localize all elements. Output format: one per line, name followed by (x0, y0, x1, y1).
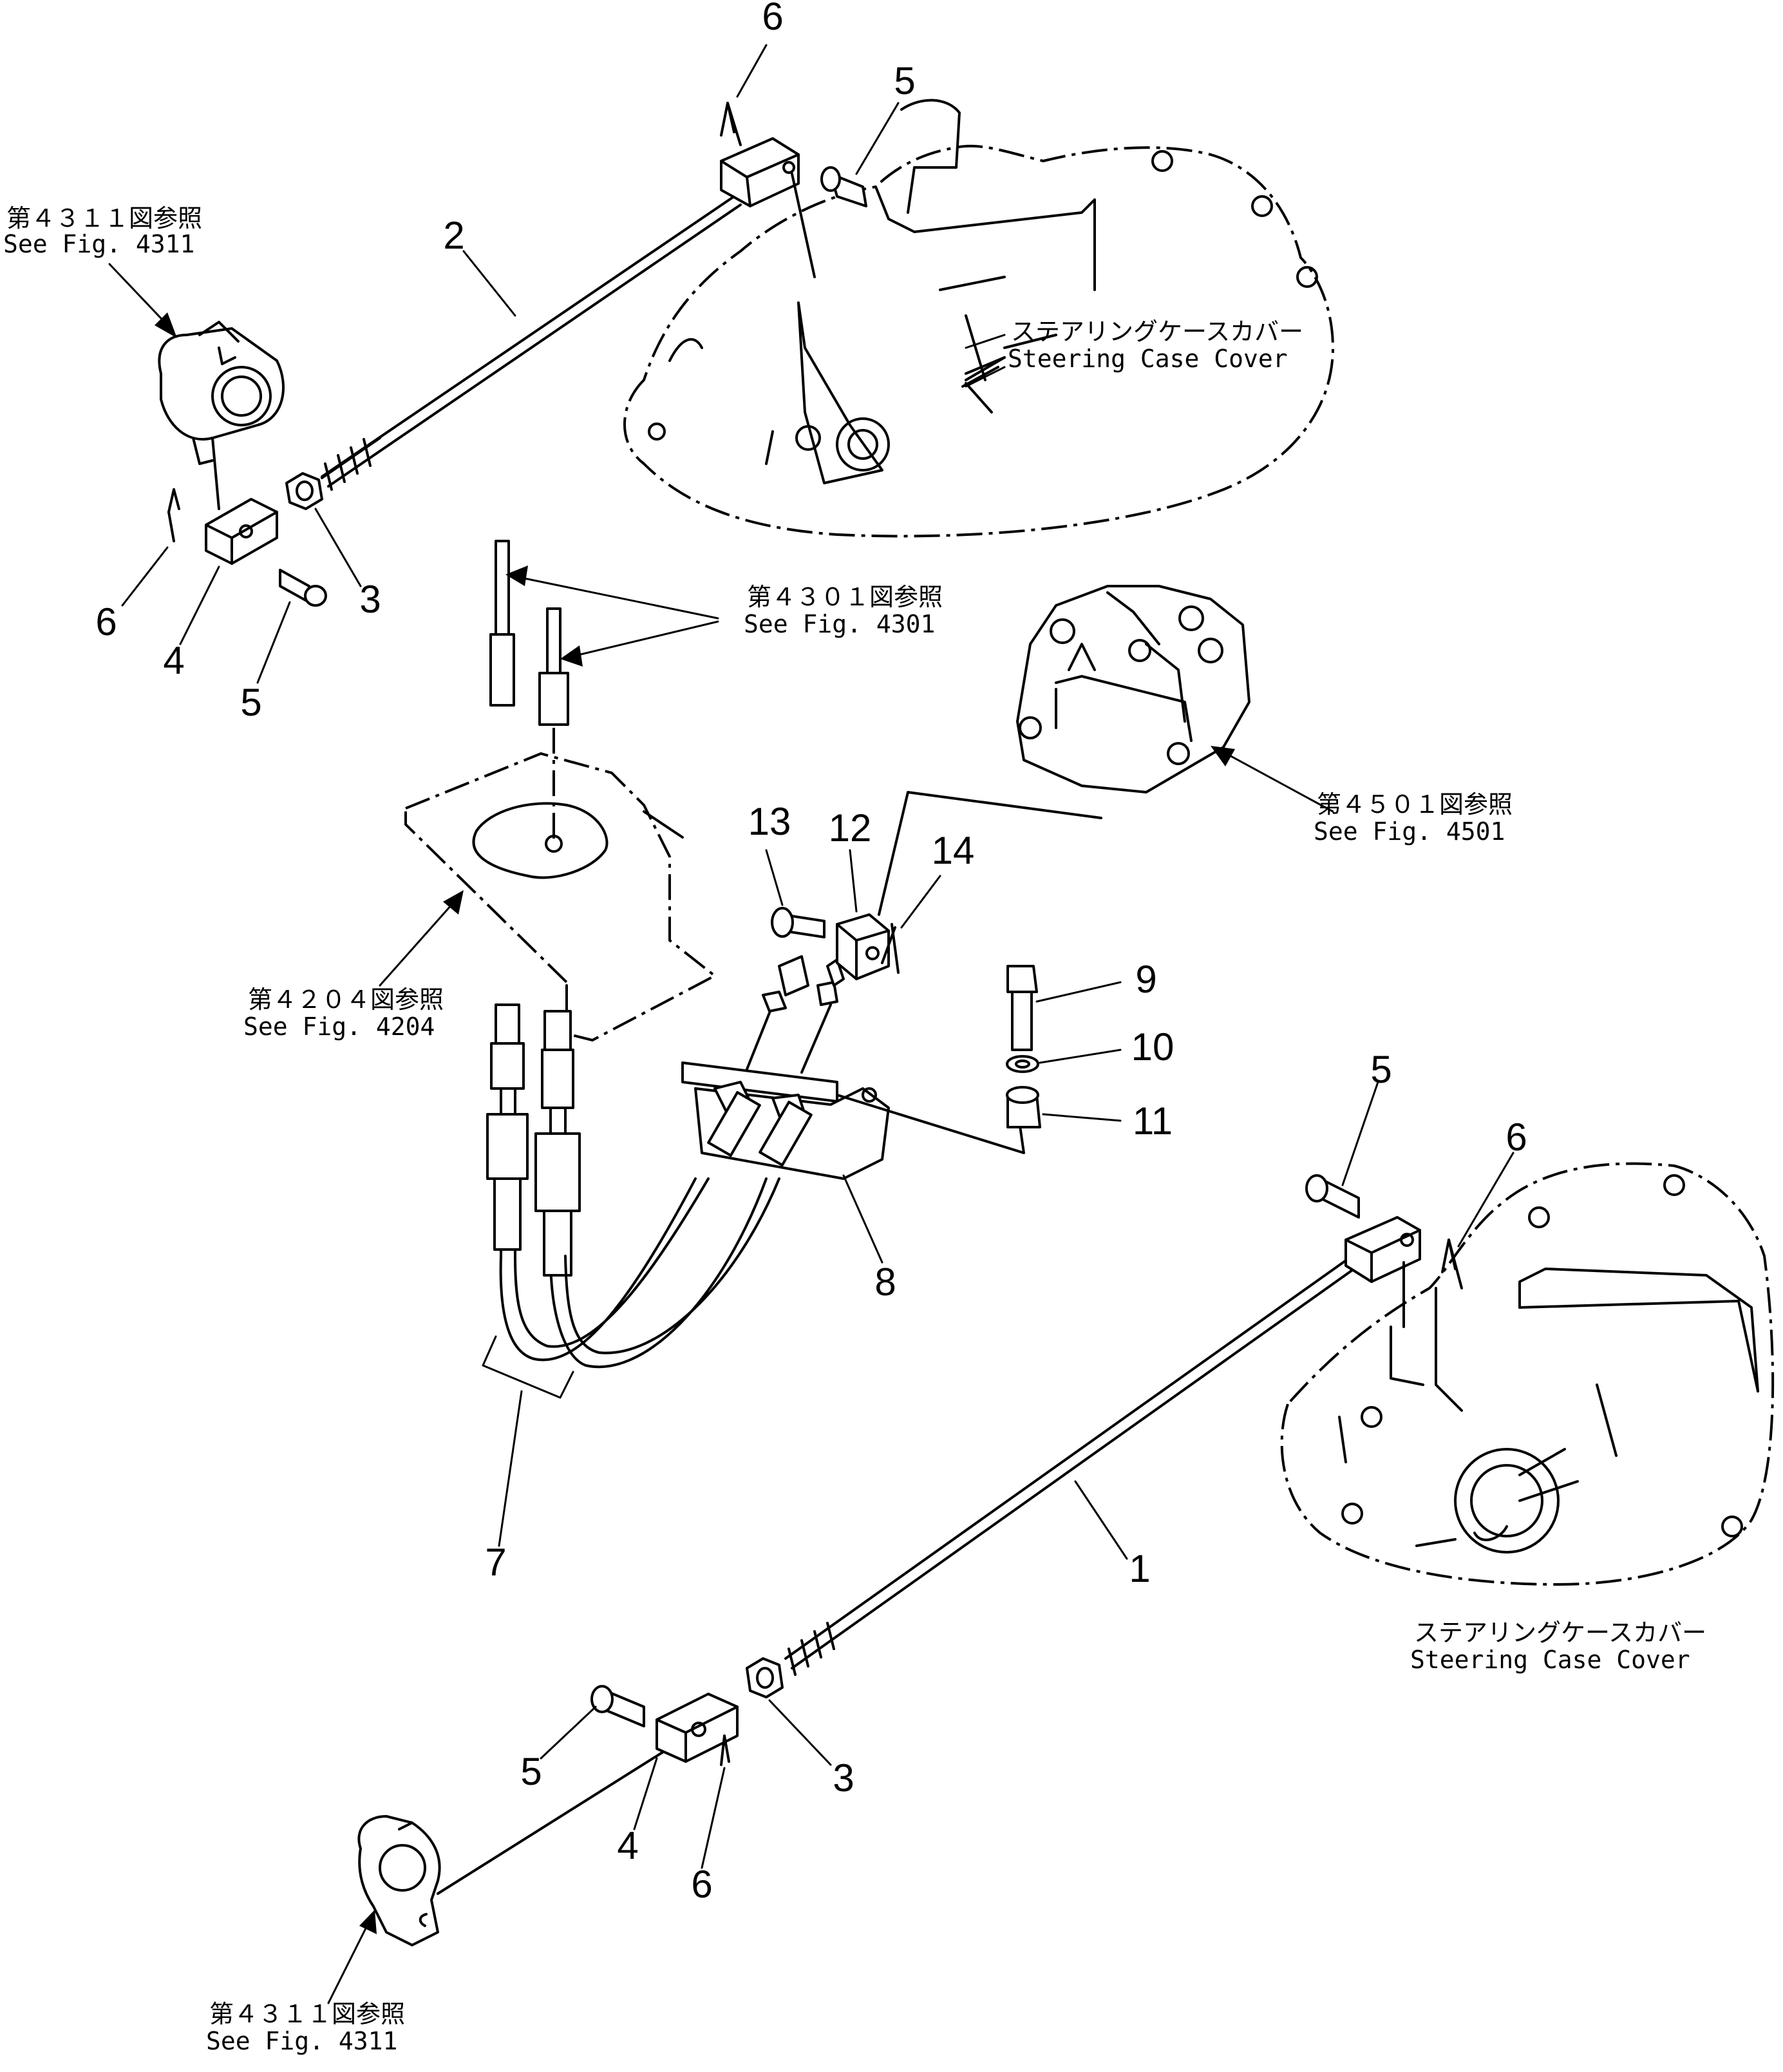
bolt-9 (1006, 965, 1038, 1051)
ref-4311-bottom-en: See Fig. 4311 (206, 2027, 397, 2055)
steering-case-label-top: ステアリングケースカバー Steering Case Cover (965, 318, 1303, 388)
callout-3-top: 3 (359, 578, 381, 621)
steering-case-label-bottom-en: Steering Case Cover (1410, 1646, 1690, 1674)
steering-case-label-top-en: Steering Case Cover (1008, 345, 1288, 373)
pin-5-bottom-left (590, 1685, 645, 1727)
callout-6-top-left: 6 (95, 600, 117, 643)
callout-5-top-left: 5 (240, 681, 261, 724)
reference-arrows (108, 263, 1334, 2004)
callout-5-bottom-right: 5 (1370, 1048, 1391, 1091)
spacer-11 (1006, 1086, 1041, 1128)
ref-4501-en: See Fig. 4501 (1314, 817, 1505, 846)
ref-4301-en: See Fig. 4301 (744, 610, 935, 638)
lever-bottom-left (357, 1751, 665, 1946)
control-cables-7 (482, 1003, 780, 1399)
clevis-bottom-right (1344, 1216, 1421, 1328)
rod-2 (321, 195, 742, 491)
cotter-pin-6-bottom-left (720, 1735, 730, 1766)
callout-1: 1 (1129, 1547, 1150, 1590)
ref-4311-top-jp: 第４３１１図参照 (6, 204, 202, 233)
callout-5-bottom-left: 5 (520, 1750, 542, 1793)
callout-6-top: 6 (762, 0, 783, 38)
pin-5-bottom-right (1305, 1174, 1360, 1219)
callout-4-bottom: 4 (617, 1824, 638, 1867)
lever-top-left (158, 321, 285, 510)
callout-6-bottom-left: 6 (691, 1863, 712, 1906)
callout-9: 9 (1135, 958, 1156, 1001)
rod-1 (784, 1255, 1360, 1676)
steering-case-label-bottom-jp: ステアリングケースカバー (1414, 1619, 1706, 1647)
clevis-top (720, 137, 816, 278)
leader-lines (121, 44, 1514, 1869)
callout-4-top: 4 (163, 639, 184, 682)
ref-4301-jp: 第４３０１図参照 (747, 583, 943, 611)
washer-10 (1006, 1055, 1039, 1073)
nut-3-top (285, 472, 323, 510)
callout-7: 7 (485, 1541, 506, 1584)
callout-13: 13 (748, 800, 791, 843)
pin-5-top (820, 166, 867, 207)
cotter-pin-6-bottom-right (1441, 1239, 1463, 1289)
clevis-12-group (771, 791, 1102, 980)
cotter-pin-6-top (720, 102, 742, 146)
ref-4204-en: See Fig. 4204 (243, 1012, 435, 1041)
ref-4204-jp: 第４２０４図参照 (248, 985, 444, 1014)
reference-labels: 第４３１１図参照 See Fig. 4311 第４３０１図参照 See Fig.… (3, 204, 1513, 2055)
shift-lever-rods (489, 540, 569, 844)
ref-4311-top-en: See Fig. 4311 (3, 230, 194, 258)
callout-numbers: 1 2 3 3 4 4 5 5 5 5 6 6 6 6 7 8 9 10 11 … (95, 0, 1527, 1906)
steering-case-label-top-jp: ステアリングケースカバー (1011, 318, 1303, 346)
cotter-pin-6-top-left (167, 488, 180, 542)
pin-5-top-left (279, 569, 327, 607)
nut-3-bottom (746, 1657, 784, 1698)
cable-bracket-8 (681, 955, 1025, 1180)
ref-4311-bottom-jp: 第４３１１図参照 (209, 2000, 405, 2028)
steering-case-cover-bottom (1280, 1162, 1775, 1586)
callout-5-top: 5 (894, 59, 915, 102)
callout-6-bottom-right: 6 (1505, 1116, 1527, 1159)
callout-2: 2 (443, 214, 464, 257)
floor-plate (404, 752, 717, 1042)
ref-4501-jp: 第４５０１図参照 (1317, 790, 1513, 819)
pedal-box (1016, 585, 1250, 794)
steering-case-label-bottom: ステアリングケースカバー Steering Case Cover (1410, 1619, 1706, 1674)
callout-14: 14 (932, 829, 975, 872)
clevis-4-bottom (656, 1693, 739, 1763)
callout-11: 11 (1133, 1099, 1173, 1143)
callout-8: 8 (874, 1260, 896, 1304)
callout-12: 12 (829, 806, 872, 850)
callout-3-bottom: 3 (833, 1756, 854, 1800)
callout-10: 10 (1131, 1025, 1175, 1069)
clevis-4-top (205, 498, 278, 565)
